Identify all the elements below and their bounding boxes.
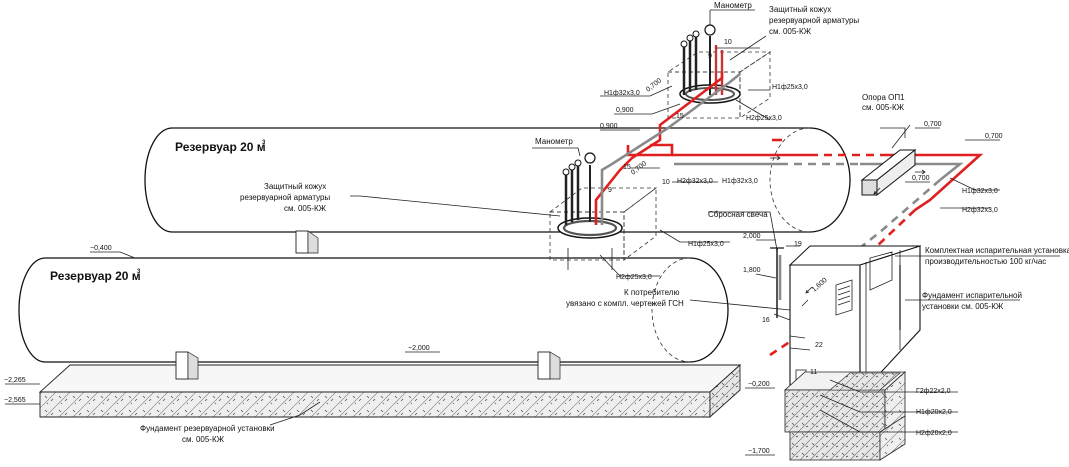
level-2265: −2,265 <box>4 377 26 384</box>
manometer-mid-label: Манометр <box>535 137 573 146</box>
pipe-h2-25-mid: Н2ф25х3,0 <box>616 274 652 281</box>
cover-top-line1: Защитный кожух <box>769 5 831 14</box>
flow-arrows <box>770 155 926 307</box>
level-0400: −0,400 <box>90 245 112 252</box>
mark-9b: 9 <box>608 187 612 194</box>
consumer-line2: увязано с компл. чертежей ГСН <box>566 299 684 308</box>
support-op1 <box>860 124 917 197</box>
level-2565: −2,565 <box>4 397 26 404</box>
consumer-line1: К потребителю <box>624 288 679 297</box>
mark-10b: 10 <box>662 179 670 186</box>
pipe-h1-25-top: Н1ф25х3,0 <box>772 84 808 91</box>
tank-back-label: Резервуар 20 м <box>175 140 266 154</box>
vent-label: Сбросная свеча <box>708 210 768 219</box>
support-line1: Опора ОП1 <box>862 93 905 102</box>
pipe-h1-32-right: Н1ф32х3,0 <box>962 188 998 195</box>
manometer-top-icon <box>704 24 716 36</box>
evaporator-unit <box>788 245 922 397</box>
pipe-h1-32-mid: Н1ф32х3,0 <box>722 178 758 185</box>
evap-foundation-line1: Фундамент испарительной <box>922 291 1022 300</box>
evap-foundation-line2: установки см. 005-КЖ <box>922 302 1004 311</box>
tank-front <box>18 257 729 380</box>
level-0200: −0,200 <box>748 381 770 388</box>
manometer-top-label: Манометр <box>714 1 752 10</box>
tank-front-label: Резервуар 20 м <box>50 269 141 283</box>
tank-front-sup: 3 <box>137 269 141 275</box>
cover-top-line2: резервуарной арматуры <box>769 16 859 25</box>
evaporator-line2: производительностью 100 кг/час <box>925 257 1046 266</box>
level-2000: −2,000 <box>408 345 430 352</box>
pipe-h1-32-top: Н1ф32х3,0 <box>604 90 640 97</box>
pipe-g2-22: Г2ф22х2,0 <box>916 388 951 395</box>
mark-15a: 15 <box>676 113 684 120</box>
level-0700e: 0,700 <box>912 175 930 182</box>
valve-group-mid <box>562 152 596 225</box>
tank-foundation <box>38 363 742 419</box>
cover-mid-line2: резервуарной арматуры <box>240 193 330 202</box>
support-line2: см. 005-КЖ <box>862 103 905 112</box>
level-0700d: 0,700 <box>985 133 1003 140</box>
cover-mid-line1: Защитный кожух <box>264 182 326 191</box>
level-2000b: 2,000 <box>743 233 761 240</box>
pipe-h2-25-top: Н2ф25х3,0 <box>746 115 782 122</box>
mark-10a: 10 <box>724 39 732 46</box>
cover-mid-line3: см. 005-КЖ <box>284 204 327 213</box>
level-0900b: 0,900 <box>600 123 618 130</box>
level-0900a: 0,900 <box>616 107 634 114</box>
pipe-h1-20: Н1ф20х2,0 <box>916 409 952 416</box>
tank-foundation-line1: Фундамент резервуарной установки <box>140 424 275 433</box>
mark-9a: 9 <box>708 53 712 60</box>
evaporator-line1: Комплектная испарительная установка <box>925 246 1069 255</box>
mark-15b: 15 <box>623 164 631 171</box>
tank-foundation-line2: см. 005-КЖ <box>182 435 225 444</box>
mark-16: 16 <box>762 317 770 324</box>
evaporator-foundation <box>783 371 907 461</box>
cover-top-line3: см. 005-КЖ <box>769 27 812 36</box>
pipe-h1-25-mid: Н1ф25х3,0 <box>688 241 724 248</box>
valve-group-top <box>680 24 724 95</box>
level-1700: −1,700 <box>748 448 770 455</box>
level-0700c: 0,700 <box>924 121 942 128</box>
manometer-mid-icon <box>584 152 596 164</box>
pipe-h2-20: Н2ф20х2,0 <box>916 430 952 437</box>
level-1800: 1,800 <box>743 267 761 274</box>
pipe-h2-32-mid: Н2ф32х3,0 <box>677 178 713 185</box>
mark-22: 22 <box>815 342 823 349</box>
leader-lines <box>5 9 1060 456</box>
pipe-h2-32-right: Н2ф32х3,0 <box>962 207 998 214</box>
mark-19: 19 <box>794 241 802 248</box>
tank-back-sup: 3 <box>262 140 266 146</box>
mark-11: 11 <box>810 369 817 376</box>
vent-stack <box>770 247 784 318</box>
labels: Резервуар 20 м 3 Резервуар 20 м 3 Маноме… <box>4 1 1069 455</box>
